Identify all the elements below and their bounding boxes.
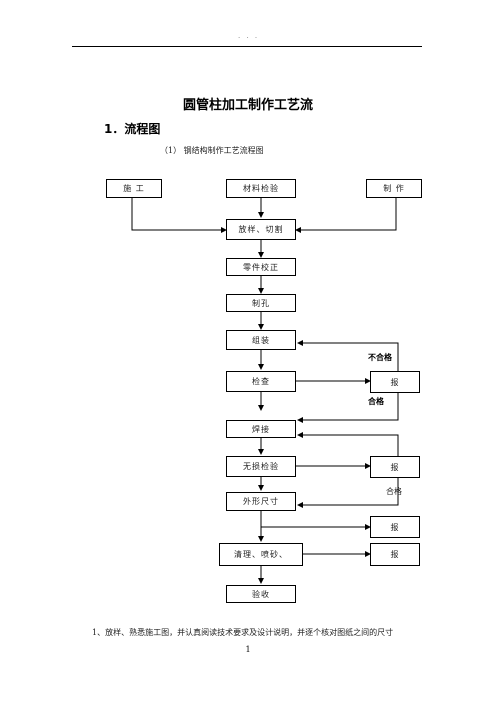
connector-construction-layout — [131, 198, 227, 233]
box-assemble: 组装 — [226, 330, 296, 350]
subsection-heading: （1） 钢结构制作工艺流程图 — [160, 146, 264, 155]
connector-report2-dimension — [297, 478, 399, 508]
label-qualified-2: 合格 — [386, 487, 402, 496]
box-report-1: 报 — [370, 371, 420, 393]
box-weld: 焊接 — [226, 420, 296, 438]
connector-report2-weld — [297, 432, 399, 456]
connector-report1-weld — [297, 393, 399, 423]
section-heading: 1．流程图 — [104, 122, 161, 136]
page-number: 1 — [245, 645, 251, 654]
body-paragraph: 1、放样、熟悉施工图，并认真阅读技术要求及设计说明，并逐个核对图纸之间的尺寸 — [92, 628, 394, 637]
box-report-4: 报 — [370, 543, 420, 566]
connector-dimension-report3 — [260, 511, 371, 530]
box-report-2: 报 — [370, 456, 420, 478]
box-part-correct: 零件校正 — [226, 258, 296, 276]
box-clean: 清理、喷砂、 — [219, 543, 303, 566]
document-title: 圆管柱加工制作工艺流 — [182, 98, 313, 113]
header-rule — [72, 46, 422, 47]
box-material-inspect: 材料检验 — [226, 179, 296, 198]
box-layout-cut: 放样、切割 — [226, 219, 296, 240]
label-unqualified: 不合格 — [368, 353, 392, 362]
box-construction: 施 工 — [106, 179, 162, 198]
box-report-3: 报 — [370, 516, 420, 538]
box-fabricate: 制 作 — [366, 179, 422, 198]
connector-fabricate-layout — [295, 198, 397, 233]
box-ndt: 无损检验 — [226, 456, 296, 477]
box-inspect: 检查 — [226, 371, 296, 392]
box-drill: 制孔 — [226, 294, 296, 312]
label-qualified: 合格 — [368, 397, 384, 406]
box-accept: 验收 — [226, 585, 296, 603]
header-dots: . . . — [238, 32, 260, 40]
box-dimension: 外形尺寸 — [226, 492, 296, 511]
connector-report1-assemble — [297, 340, 399, 371]
